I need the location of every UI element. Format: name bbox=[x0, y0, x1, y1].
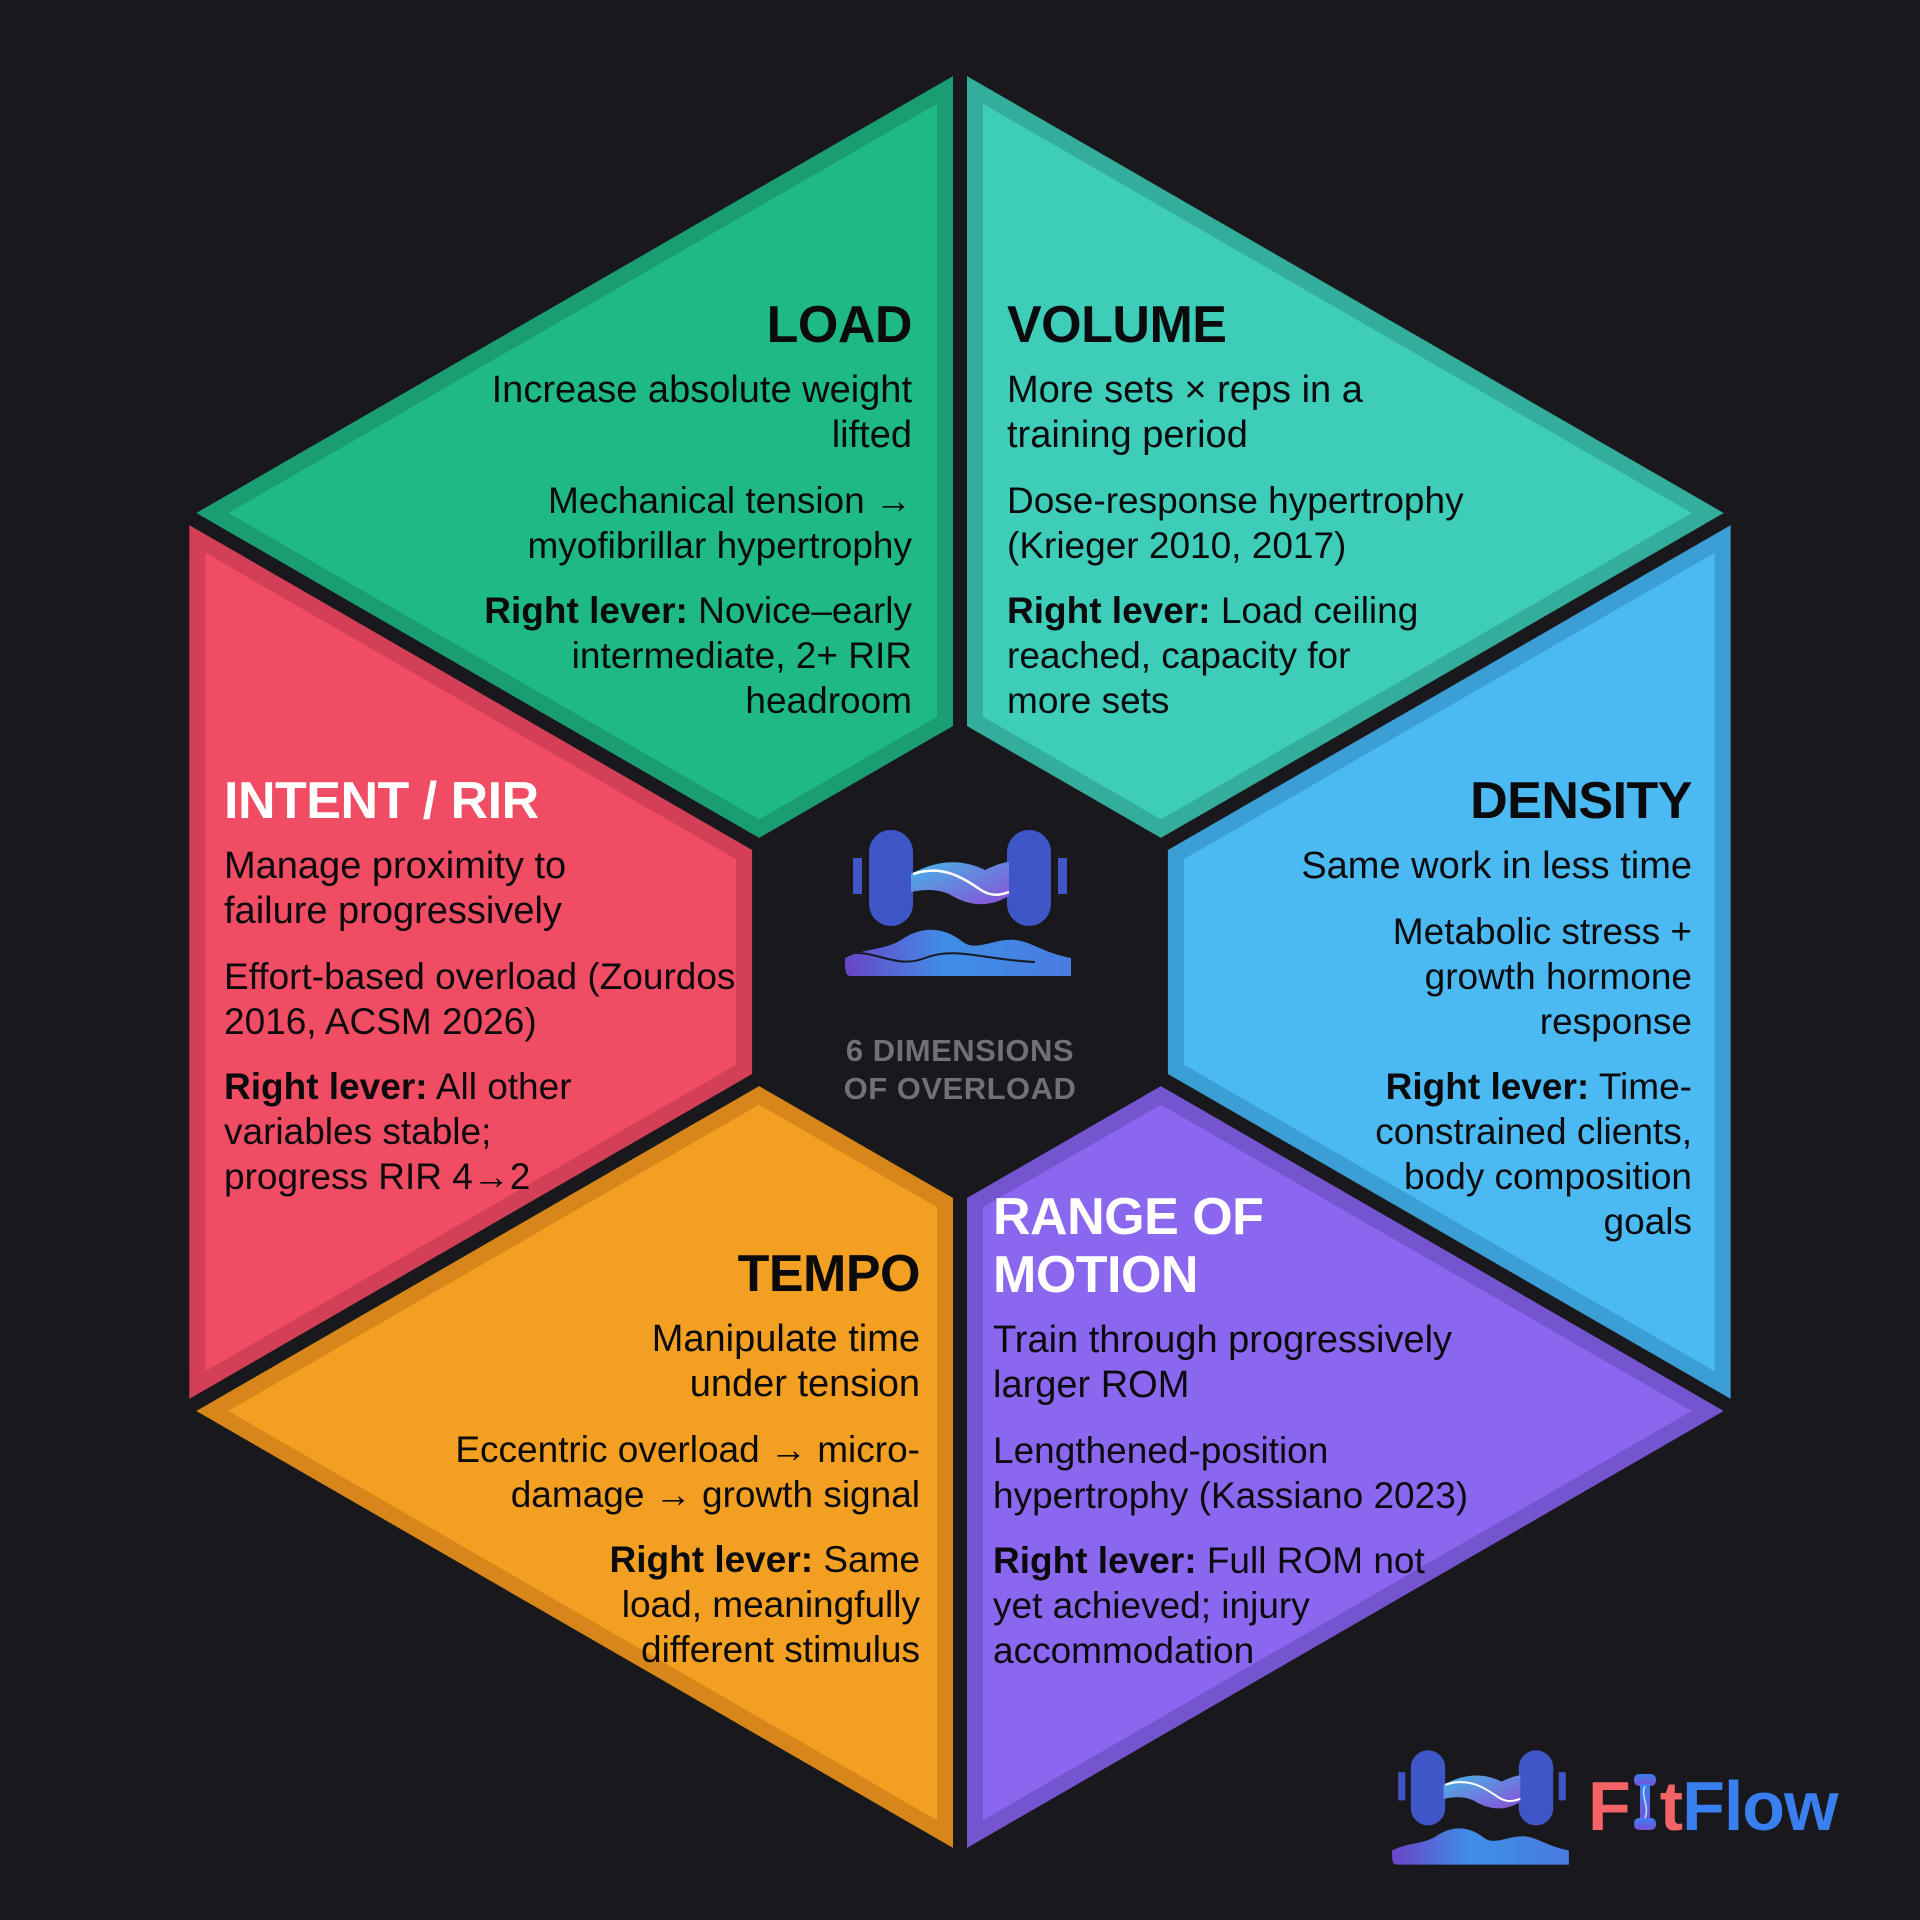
segment-summary: Same work in less time bbox=[1301, 845, 1692, 887]
segment-title: INTENT / RIR bbox=[224, 772, 539, 830]
segment-mechanism: Mechanical tension → myofibrillar hypert… bbox=[527, 480, 912, 566]
lever-label: Right lever: bbox=[484, 590, 688, 631]
lever-label: Right lever: bbox=[224, 1066, 428, 1107]
brand-name-flow: Flow bbox=[1682, 1767, 1838, 1845]
segment-summary: Increase absolute weight lifted bbox=[491, 369, 912, 456]
lever-text: All other variables stable; progress RIR… bbox=[224, 1066, 572, 1197]
segment-density: DENSITY Same work in less time Metabolic… bbox=[1180, 772, 1692, 1244]
segment-title: VOLUME bbox=[1007, 296, 1227, 354]
lever-text: Novice–early intermediate, 2+ RIR headro… bbox=[571, 590, 912, 721]
lever-label: Right lever: bbox=[609, 1539, 814, 1580]
segment-lever: Right lever: All other variables stable;… bbox=[224, 1064, 604, 1199]
segment-title: RANGE OF MOTION bbox=[993, 1188, 1264, 1304]
segment-shape-load bbox=[196, 76, 954, 838]
brand-name-f: F bbox=[1588, 1767, 1631, 1845]
segment-mechanism: Metabolic stress + growth hormone respon… bbox=[1392, 911, 1692, 1042]
segment-summary: Train through progressively larger ROM bbox=[993, 1319, 1453, 1406]
lever-label: Right lever: bbox=[993, 1540, 1197, 1581]
segment-fill-range-of-motion bbox=[983, 1104, 1692, 1821]
segment-lever: Right lever: Full ROM not yet achieved; … bbox=[993, 1538, 1433, 1673]
lever-text: Same load, meaningfully different stimul… bbox=[621, 1539, 920, 1670]
segment-lever: Right lever: Load ceiling reached, capac… bbox=[1007, 588, 1437, 723]
segment-shape-volume bbox=[967, 76, 1724, 838]
lever-label: Right lever: bbox=[1007, 590, 1211, 631]
segment-mechanism: Dose-response hypertrophy (Krieger 2010,… bbox=[1007, 480, 1464, 566]
lever-text: Time-constrained clients, body compositi… bbox=[1375, 1066, 1692, 1242]
segment-fill-intent-rir bbox=[205, 552, 737, 1372]
segment-fill-load bbox=[228, 103, 938, 820]
segment-title: LOAD bbox=[766, 296, 913, 354]
segment-intent-rir: INTENT / RIR Manage proximity to failure… bbox=[224, 772, 744, 1199]
segment-mechanism: Eccentric overload → micro-damage → grow… bbox=[455, 1429, 920, 1515]
segment-mechanism: Effort-based overload (Zourdos 2016, ACS… bbox=[224, 956, 736, 1042]
lever-text: Full ROM not yet achieved; injury accomm… bbox=[993, 1540, 1425, 1671]
caption-line-2: OF OVERLOAD bbox=[843, 1071, 1077, 1106]
dumbbell-i-icon bbox=[1632, 1768, 1658, 1832]
segment-fill-tempo bbox=[228, 1104, 938, 1821]
segment-range-of-motion: RANGE OF MOTION Train through progressiv… bbox=[993, 1188, 1533, 1673]
segment-summary: More sets × reps in a training period bbox=[1007, 369, 1363, 456]
center-hub: 6 DIMENSIONS OF OVERLOAD bbox=[800, 830, 1120, 1108]
segment-volume: VOLUME More sets × reps in a training pe… bbox=[1007, 296, 1527, 723]
segment-tempo: TEMPO Manipulate time under tension Ecce… bbox=[390, 1245, 920, 1672]
segment-lever: Right lever: Novice–early intermediate, … bbox=[440, 588, 912, 723]
segment-shape-density bbox=[1167, 525, 1731, 1399]
segment-summary: Manage proximity to failure progressivel… bbox=[224, 845, 567, 932]
segment-fill-density bbox=[1183, 552, 1715, 1372]
dumbbell-wave-logo-icon bbox=[845, 830, 1071, 976]
segment-fill-volume bbox=[983, 103, 1692, 820]
segment-summary: Manipulate time under tension bbox=[651, 1318, 920, 1405]
segment-mechanism: Lengthened-position hypertrophy (Kassian… bbox=[993, 1430, 1469, 1516]
center-caption: 6 DIMENSIONS OF OVERLOAD bbox=[800, 1032, 1120, 1108]
segment-shape-intent-rir bbox=[189, 525, 753, 1399]
caption-line-1: 6 DIMENSIONS bbox=[845, 1033, 1075, 1068]
segment-lever: Right lever: Time-constrained clients, b… bbox=[1330, 1064, 1692, 1244]
lever-label: Right lever: bbox=[1385, 1066, 1590, 1107]
segment-lever: Right lever: Same load, meaningfully dif… bbox=[590, 1537, 920, 1672]
segment-load: LOAD Increase absolute weight lifted Mec… bbox=[440, 296, 912, 723]
segment-shape-range-of-motion bbox=[967, 1086, 1724, 1848]
segment-shape-tempo bbox=[196, 1086, 954, 1848]
lever-text: Load ceiling reached, capacity for more … bbox=[1007, 590, 1419, 721]
dumbbell-wave-logo-icon bbox=[1392, 1750, 1569, 1865]
segment-title: DENSITY bbox=[1470, 772, 1692, 830]
segment-title: TEMPO bbox=[737, 1245, 921, 1303]
brand-name-t: t bbox=[1659, 1767, 1683, 1845]
